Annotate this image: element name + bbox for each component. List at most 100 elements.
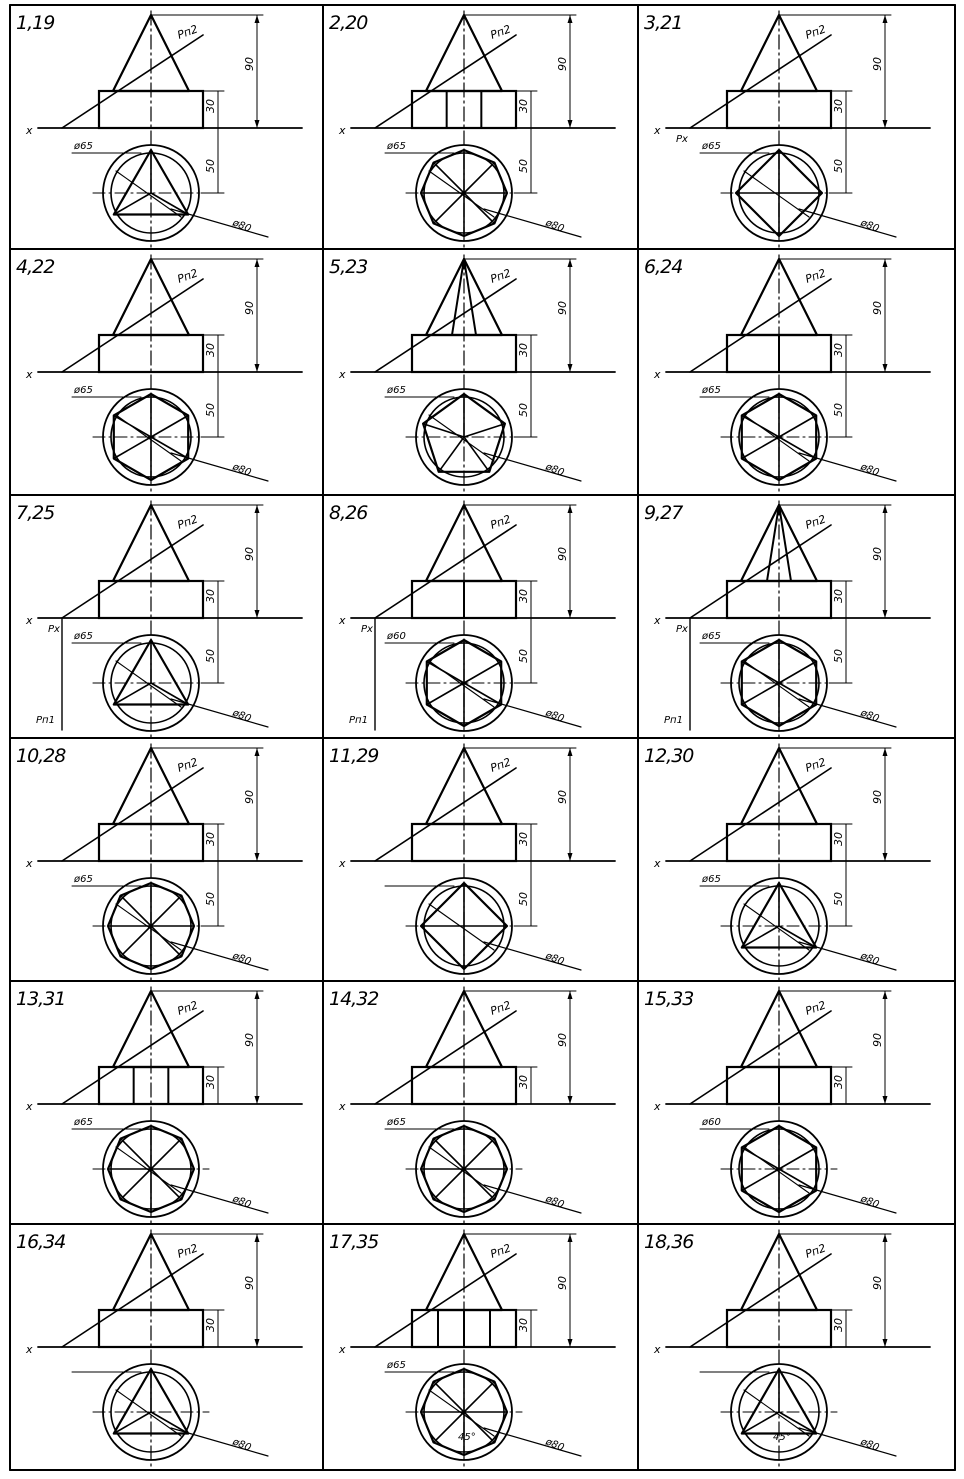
leader-line	[483, 452, 582, 482]
leader-line	[483, 941, 582, 971]
pyramid-edge-plan	[778, 1168, 818, 1192]
pyramid-edge	[778, 504, 792, 582]
variant-number: 18,36	[644, 1231, 694, 1253]
dia-line	[115, 1389, 182, 1437]
leader-line	[483, 698, 582, 728]
dimension-90: 90	[871, 790, 884, 804]
x-axis-label: x	[653, 857, 661, 870]
dimension-30: 30	[832, 832, 845, 846]
dimension-90: 90	[556, 57, 569, 71]
angle-label: 45°	[773, 1432, 791, 1443]
cutting-plane-trace	[61, 34, 204, 129]
pyramid-edge-plan	[150, 192, 189, 216]
diameter-big-label: ø80	[858, 707, 881, 725]
leader-line	[170, 1427, 269, 1457]
pyramid-edge-plan	[778, 436, 818, 460]
dimension-30: 30	[832, 1318, 845, 1332]
diameter-small-label: ø65	[386, 385, 406, 396]
pyramid-edge-plan	[150, 1411, 189, 1435]
leader-line	[483, 1427, 582, 1457]
dimension-30: 30	[517, 589, 530, 603]
cutting-plane-trace	[689, 767, 832, 862]
leader-line	[798, 208, 897, 238]
pyramid-edge-plan	[778, 660, 818, 684]
diameter-big-label: ø80	[858, 1193, 881, 1211]
cutting-plane-trace	[61, 278, 204, 373]
pv-label: Pп1	[664, 715, 683, 726]
dimension-30: 30	[832, 589, 845, 603]
dim-arrow	[882, 1234, 888, 1242]
diameter-big-label: ø80	[230, 217, 253, 235]
x-axis-label: x	[25, 1343, 33, 1356]
dimension-90: 90	[871, 1033, 884, 1047]
cutting-plane-trace	[61, 767, 204, 862]
variant-number: 8,26	[329, 502, 368, 524]
variant-number: 1,19	[16, 12, 54, 34]
pyramid-edge-plan	[463, 1411, 496, 1444]
dia-line	[428, 903, 495, 951]
variant-number: 15,33	[644, 988, 693, 1010]
x-axis-label: x	[653, 124, 661, 137]
dim-arrow	[567, 610, 573, 618]
dimension-30: 30	[517, 1075, 530, 1089]
dimension-90: 90	[871, 57, 884, 71]
x-axis-label: x	[653, 1343, 661, 1356]
diameter-big-label: ø80	[543, 461, 566, 479]
dimension-90: 90	[243, 790, 256, 804]
diameter-big-label: ø80	[543, 1193, 566, 1211]
leader-line	[483, 1184, 582, 1214]
dimension-90: 90	[871, 547, 884, 561]
diameter-big-label: ø80	[230, 1193, 253, 1211]
dim-arrow	[254, 120, 260, 128]
x-axis-label: x	[338, 368, 346, 381]
diameter-small-label: ø65	[73, 631, 93, 642]
variant-number: 6,24	[644, 256, 682, 278]
dia-line	[428, 1389, 495, 1437]
diameter-big-label: ø80	[858, 1436, 881, 1454]
x-axis-label: x	[25, 368, 33, 381]
dim-arrow	[882, 1096, 888, 1104]
leader-line	[798, 1427, 897, 1457]
variant-number: 13,31	[16, 988, 65, 1010]
pyramid-edge-plan	[740, 682, 780, 706]
pyramid-edge-plan	[432, 1411, 465, 1444]
diameter-small-label: ø65	[701, 141, 721, 152]
dimension-30: 30	[204, 343, 217, 357]
dimension-50: 50	[517, 159, 530, 173]
dim-arrow	[567, 259, 573, 267]
dimension-30: 30	[204, 832, 217, 846]
dia-line	[743, 414, 810, 462]
pyramid-edge-plan	[778, 682, 818, 706]
cutting-plane-trace	[689, 1253, 832, 1348]
dim-arrow	[254, 1234, 260, 1242]
cutting-plane-trace	[61, 1010, 204, 1105]
dimension-50: 50	[204, 892, 217, 906]
dia-line	[115, 170, 182, 218]
dimension-30: 30	[832, 99, 845, 113]
dia-line	[743, 170, 810, 218]
pyramid-edge-plan	[463, 1137, 496, 1170]
dimension-50: 50	[204, 649, 217, 663]
variant-number: 2,20	[329, 12, 368, 34]
pyramid-edge-plan	[119, 1137, 152, 1170]
dim-arrow	[254, 1096, 260, 1104]
dimension-50: 50	[832, 892, 845, 906]
dia-line	[743, 903, 810, 951]
diameter-big-label: ø80	[543, 1436, 566, 1454]
leader-line	[170, 452, 269, 482]
variant-number: 17,35	[329, 1231, 379, 1253]
variant-number: 5,23	[329, 256, 367, 278]
dimension-90: 90	[556, 301, 569, 315]
pyramid-edge-plan	[437, 436, 465, 473]
diameter-big-label: ø80	[230, 461, 253, 479]
dia-line	[743, 1389, 810, 1437]
